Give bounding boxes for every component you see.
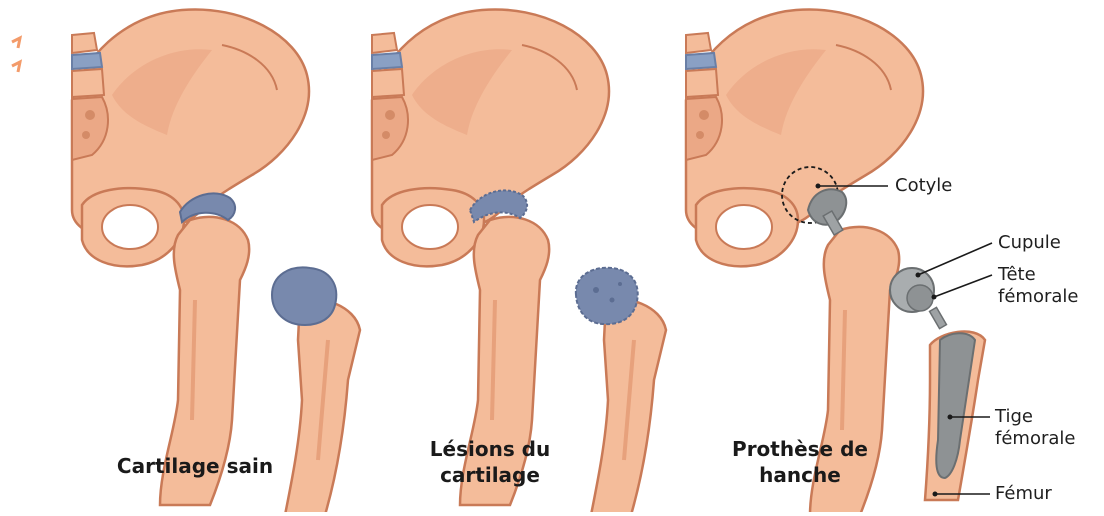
caption-cartilage-lesions: Lésions du cartilage: [410, 436, 570, 488]
damaged-femoral-head: [576, 268, 638, 324]
caption-hip-prosthesis: Prothèse de hanche: [710, 436, 890, 488]
femur-bone: [591, 299, 666, 512]
pelvis-bone: [686, 9, 923, 266]
label-femur: Fémur: [995, 483, 1052, 505]
label-femoral-stem: Tige fémorale: [995, 406, 1075, 450]
femoral-head-cartilage: [272, 267, 336, 325]
decor-mark: [12, 62, 20, 72]
stem-neck: [930, 307, 947, 328]
label-cupule: Cupule: [998, 232, 1061, 254]
femur-bone: [285, 299, 360, 512]
label-femoral-head: Tête fémorale: [998, 264, 1078, 308]
femoral-head-part: [907, 285, 933, 311]
panel-healthy: [72, 9, 360, 512]
caption-healthy-cartilage: Cartilage sain: [95, 453, 295, 479]
label-cotyle: Cotyle: [895, 175, 952, 197]
decor-mark: [12, 38, 20, 48]
